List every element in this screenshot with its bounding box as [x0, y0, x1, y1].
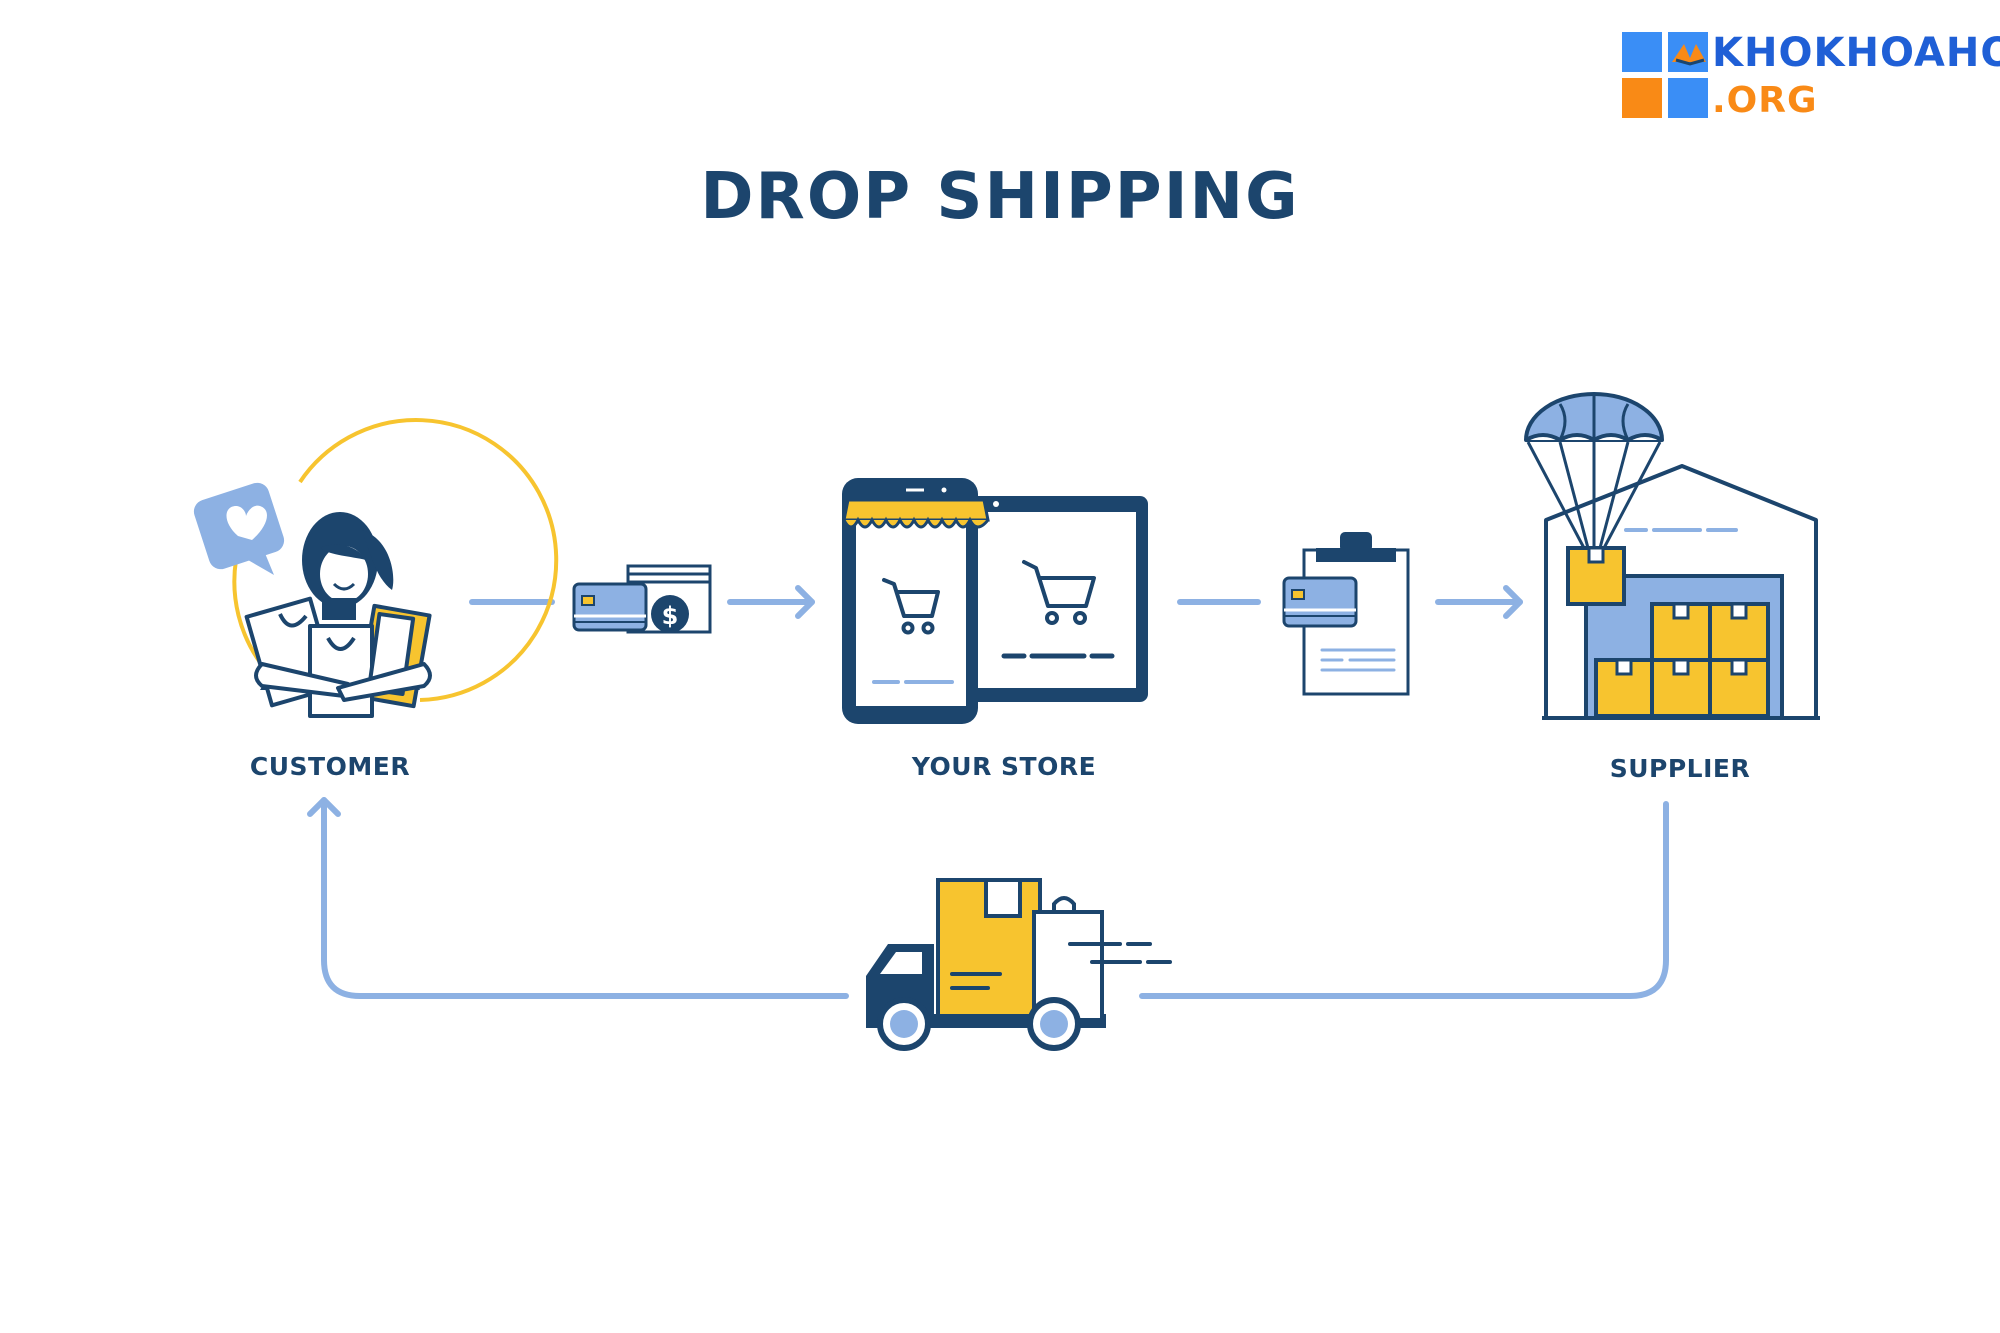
logo-line2: .ORG [1712, 80, 1818, 121]
svg-text:$: $ [662, 602, 679, 630]
connectors [307, 585, 1669, 999]
credit-card-cash-icon: $ [572, 564, 712, 634]
label-customer: CUSTOMER [249, 752, 411, 781]
tablet-cart-icon [1022, 560, 1096, 625]
online-store-devices-icon [842, 478, 1148, 724]
logo-line1: KHOKHOAHOC [1712, 30, 2000, 76]
diagram-title: DROP SHIPPING [700, 160, 1300, 234]
label-supplier: SUPPLIER [1609, 754, 1751, 783]
clipboard-order-icon [1282, 532, 1410, 696]
heart-bubble-icon [193, 482, 285, 575]
connector-supplier-truck [1139, 801, 1669, 999]
arrow-customer-head [307, 797, 341, 817]
arrow-order-supplier [1435, 585, 1523, 619]
label-your-store: YOUR STORE [911, 752, 1097, 781]
phone-cart-icon [882, 578, 940, 635]
warehouse-parachute-icon [1524, 392, 1820, 720]
customer-icon [193, 418, 559, 718]
arrow-truck-customer [321, 797, 849, 999]
arrow-payment-store [727, 585, 815, 619]
delivery-truck-icon [866, 878, 1172, 1051]
